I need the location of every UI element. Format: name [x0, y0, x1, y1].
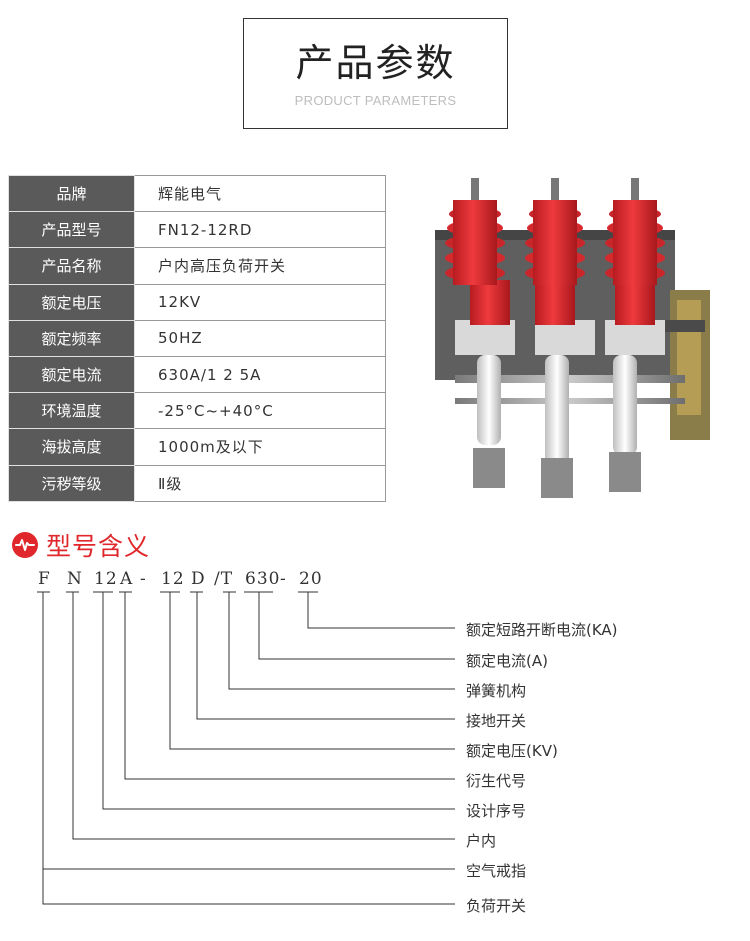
code-segment: 12 — [94, 569, 118, 589]
code-segment: - — [280, 569, 287, 589]
meaning-label: 接地开关 — [466, 712, 527, 730]
pulse-icon — [12, 532, 38, 558]
table-row: 品牌辉能电气 — [8, 174, 386, 213]
param-value: Ⅱ级 — [134, 464, 386, 502]
table-row: 产品名称户内高压负荷开关 — [8, 247, 386, 285]
code-segment: N — [67, 569, 83, 589]
page-subtitle: PRODUCT PARAMETERS — [294, 93, 457, 108]
param-value: -25°C~+40°C — [134, 392, 386, 430]
code-segment: - — [140, 569, 147, 589]
code-segment: F — [38, 569, 51, 589]
param-value: 630A/1 2 5A — [134, 355, 386, 394]
meaning-label: 额定电压(KV) — [466, 742, 558, 760]
meaning-label: 设计序号 — [466, 802, 527, 820]
param-label: 额定频率 — [8, 319, 135, 357]
param-label: 产品型号 — [8, 211, 135, 249]
param-value: FN12-12RD — [134, 211, 386, 249]
param-label: 环境温度 — [8, 392, 135, 430]
param-label: 额定电流 — [8, 355, 135, 394]
code-segment: 20 — [299, 569, 323, 589]
meaning-label: 户内 — [466, 832, 497, 850]
param-value: 50HZ — [134, 319, 386, 357]
product-image — [435, 178, 710, 498]
param-label: 海拔高度 — [8, 428, 135, 466]
page-title: 产品参数 — [295, 41, 456, 85]
param-label: 额定电压 — [8, 283, 135, 321]
meaning-label: 额定短路开断电流(KA) — [466, 621, 618, 639]
param-value: 12KV — [134, 283, 386, 321]
meaning-label: 衍生代号 — [466, 772, 527, 790]
param-value: 1000m及以下 — [134, 428, 386, 466]
param-label: 品牌 — [8, 174, 135, 213]
meaning-label: 空气戒指 — [466, 862, 527, 880]
section-title-text: 型号含义 — [46, 532, 151, 561]
meaning-label: 额定电流(A) — [466, 652, 548, 670]
section-title: 型号含义 — [12, 528, 150, 562]
param-label: 污秽等级 — [8, 464, 135, 502]
leader-lines — [37, 591, 455, 905]
table-row: 环境温度-25°C~+40°C — [8, 392, 386, 430]
code-segment: 12 — [161, 569, 185, 589]
param-value: 户内高压负荷开关 — [134, 247, 386, 285]
meaning-label: 负荷开关 — [466, 897, 527, 915]
meaning-label: 弹簧机构 — [466, 682, 527, 700]
code-segment: 630 — [245, 569, 281, 589]
code-segment: /T — [214, 569, 234, 589]
code-segment: D — [191, 569, 206, 589]
header-box: 产品参数 PRODUCT PARAMETERS — [243, 18, 508, 129]
param-value: 辉能电气 — [134, 174, 386, 213]
model-code-diagram: F N 12 A - 12 D /T 630 - 20 额定短路开断电流(KA)… — [0, 568, 750, 928]
code-segment: A — [120, 569, 134, 589]
param-label: 产品名称 — [8, 247, 135, 285]
